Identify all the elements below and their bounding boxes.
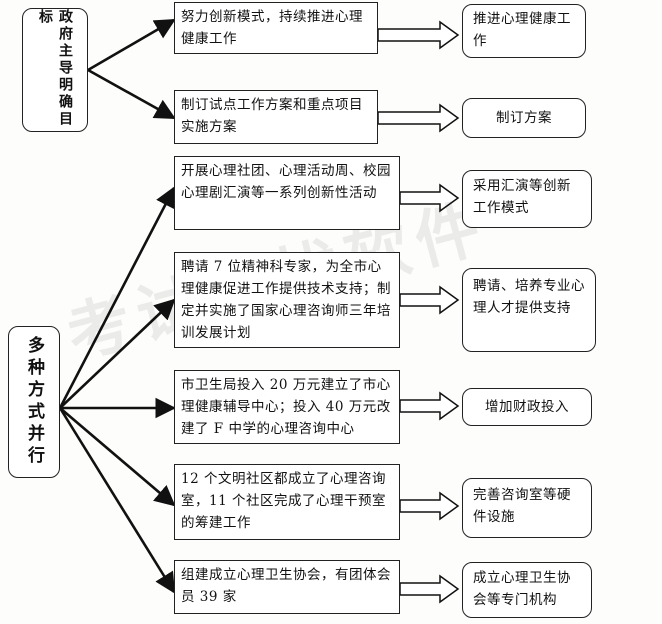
hollow-arrow-4	[399, 285, 460, 315]
action-to-result-arrows	[377, 20, 460, 604]
hollow-arrow-5	[399, 391, 460, 421]
gov-action-2: 制订试点工作方案和重点项目实施方案	[174, 90, 378, 144]
hollow-arrow-3	[399, 183, 460, 213]
multi-action-5: 组建成立心理卫生协会，有团体会员 39 家	[174, 560, 400, 614]
hollow-arrow-7	[399, 574, 460, 604]
gov-action-1: 努力创新模式，持续推进心理健康工作	[174, 2, 378, 54]
multi-result-4: 完善咨询室等硬件设施	[462, 478, 592, 538]
gov-result-1: 推进心理健康工作	[462, 4, 586, 58]
multi-result-1: 采用汇演等创新工作模式	[462, 170, 592, 228]
multi-result-5: 成立心理卫生协会等专门机构	[462, 562, 592, 618]
multi-action-4: 12 个文明社区都成立了心理咨询室，11 个社区完成了心理干预室的筹建工作	[174, 464, 400, 540]
multi-to-action-2-arrow	[59, 298, 176, 409]
multi-result-3: 增加财政投入	[462, 388, 592, 426]
multi-to-action-4-arrow	[59, 407, 176, 507]
multi-to-action-1-arrow	[58, 186, 176, 409]
gov-led-node: 政府主导明确目标	[22, 8, 88, 132]
multi-action-1: 开展心理社团、心理活动周、校园心理剧汇演等一系列创新性活动	[174, 156, 400, 230]
gov-led-label: 政府主导明确目标	[37, 9, 73, 128]
hollow-arrow-2	[377, 103, 460, 133]
gov-result-2: 制订方案	[462, 98, 586, 138]
multi-result-2: 聘请、培养专业心理人才提供支持	[462, 268, 596, 352]
hollow-arrow-6	[399, 491, 460, 521]
multi-action-2: 聘请 7 位精神科专家，为全市心理健康促进工作提供技术支持；制定并实施了国家心理…	[174, 252, 400, 348]
multi-methods-label: 多种方式并行	[24, 336, 44, 468]
hollow-arrow-1	[377, 20, 460, 50]
multi-action-3: 市卫生局投入 20 万元建立了市心理健康辅导中心；投入 40 万元改建了 F 中…	[174, 370, 400, 444]
gov-to-action-1-arrow	[87, 18, 176, 72]
multi-to-action-5-arrow	[58, 407, 176, 594]
multi-methods-node: 多种方式并行	[8, 326, 60, 478]
gov-to-action-2-arrow	[87, 68, 176, 120]
